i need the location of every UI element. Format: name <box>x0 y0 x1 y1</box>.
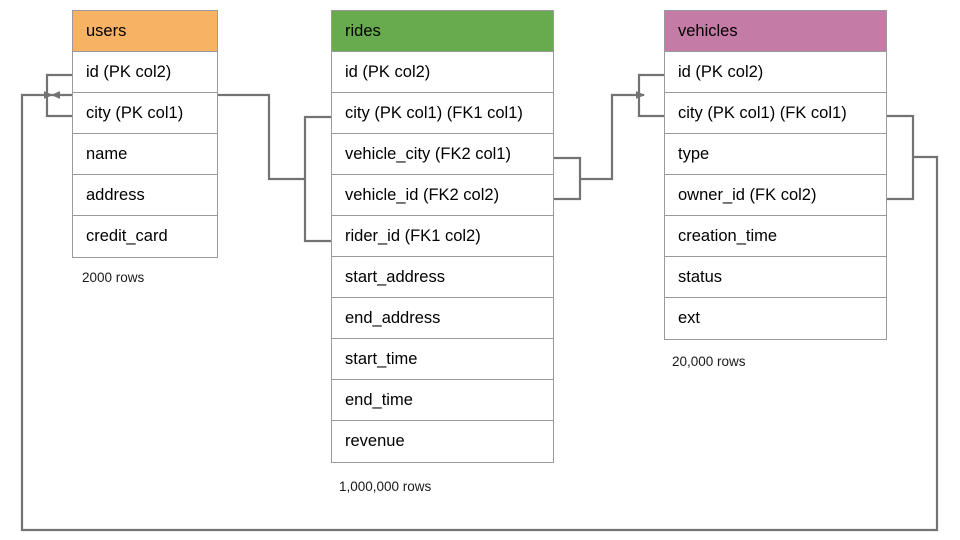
column-vehicles-city[interactable]: city (PK col1) (FK col1) <box>665 93 886 134</box>
rides-fk2-bracket <box>554 156 582 201</box>
vehicles-fk-bracket <box>887 114 915 201</box>
column-vehicles-id[interactable]: id (PK col2) <box>665 52 886 93</box>
column-users-address[interactable]: address <box>73 175 217 216</box>
column-rides-vehicle-city[interactable]: vehicle_city (FK2 col1) <box>332 134 553 175</box>
column-users-name[interactable]: name <box>73 134 217 175</box>
vehicles-row-count: 20,000 rows <box>672 354 746 369</box>
column-users-id[interactable]: id (PK col2) <box>73 52 217 93</box>
rides-row-count: 1,000,000 rows <box>339 479 432 494</box>
table-users[interactable]: users id (PK col2) city (PK col1) name a… <box>72 10 218 258</box>
column-rides-start-time[interactable]: start_time <box>332 339 553 380</box>
column-rides-end-time[interactable]: end_time <box>332 380 553 421</box>
column-rides-rider-id[interactable]: rider_id (FK1 col2) <box>332 216 553 257</box>
table-vehicles-header: vehicles <box>665 11 886 52</box>
table-rides-header: rides <box>332 11 553 52</box>
column-users-credit-card[interactable]: credit_card <box>73 216 217 257</box>
column-vehicles-ext[interactable]: ext <box>665 298 886 339</box>
column-rides-vehicle-id[interactable]: vehicle_id (FK2 col2) <box>332 175 553 216</box>
column-vehicles-creation-time[interactable]: creation_time <box>665 216 886 257</box>
rides-fk1-bracket <box>303 115 331 243</box>
vehicles-left-bracket <box>637 73 664 118</box>
column-users-city[interactable]: city (PK col1) <box>73 93 217 134</box>
column-rides-start-address[interactable]: start_address <box>332 257 553 298</box>
column-vehicles-owner-id[interactable]: owner_id (FK col2) <box>665 175 886 216</box>
edge-rides-fk2-to-vehicles <box>580 91 645 181</box>
table-vehicles[interactable]: vehicles id (PK col2) city (PK col1) (FK… <box>664 10 887 340</box>
column-vehicles-status[interactable]: status <box>665 257 886 298</box>
users-left-bracket <box>45 73 72 118</box>
column-vehicles-type[interactable]: type <box>665 134 886 175</box>
users-row-count: 2000 rows <box>82 270 145 285</box>
column-rides-id[interactable]: id (PK col2) <box>332 52 553 93</box>
table-rides[interactable]: rides id (PK col2) city (PK col1) (FK1 c… <box>331 10 554 463</box>
column-rides-city[interactable]: city (PK col1) (FK1 col1) <box>332 93 553 134</box>
column-rides-end-address[interactable]: end_address <box>332 298 553 339</box>
table-users-header: users <box>73 11 217 52</box>
column-rides-revenue[interactable]: revenue <box>332 421 553 462</box>
